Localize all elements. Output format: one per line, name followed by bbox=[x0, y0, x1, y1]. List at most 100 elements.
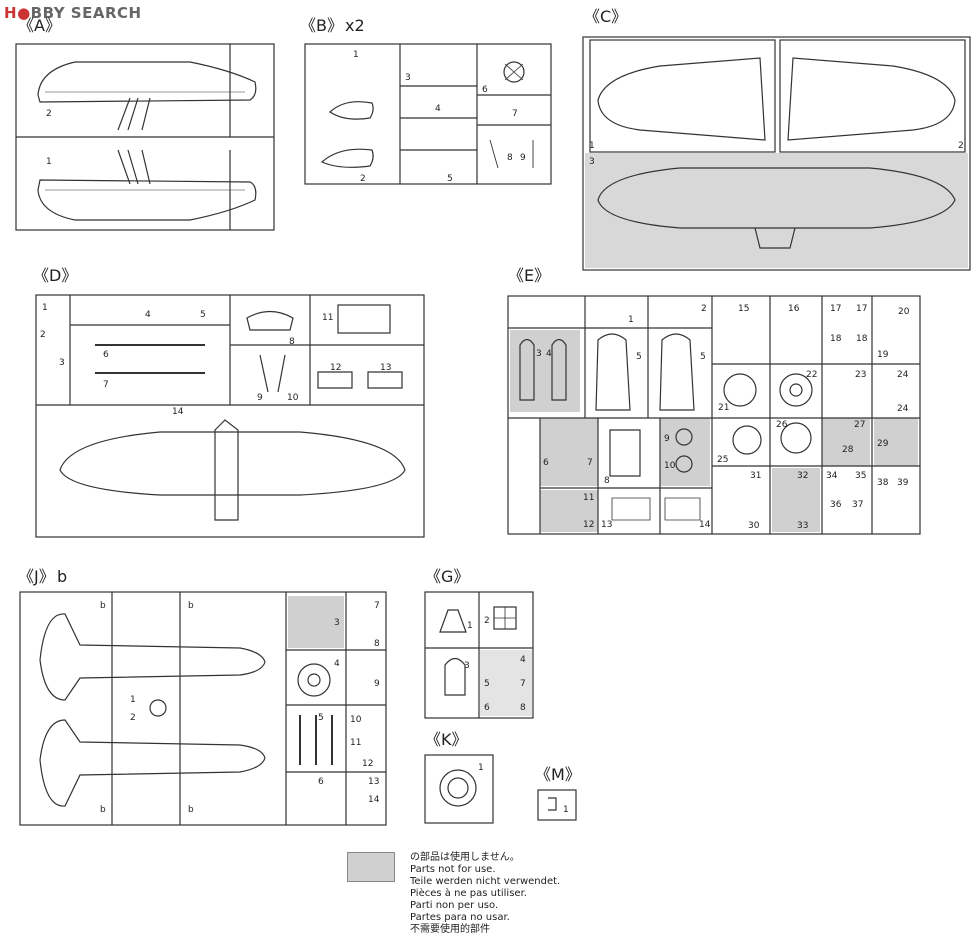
part-j-9: 9 bbox=[374, 679, 380, 689]
e-panels-13-14 bbox=[611, 497, 701, 521]
part-k-1: 1 bbox=[478, 763, 484, 773]
unused-area-g5-8 bbox=[480, 650, 532, 716]
watermark-h: H bbox=[4, 4, 18, 22]
part-j-8: 8 bbox=[374, 639, 380, 649]
part-g-3: 3 bbox=[464, 661, 470, 671]
sprue-a-label: 《A》 bbox=[18, 16, 61, 35]
drop-tank-top bbox=[329, 101, 374, 120]
legend-line-de: Teile werden nicht verwendet. bbox=[410, 876, 561, 887]
part-e-28: 28 bbox=[842, 445, 854, 455]
part-e-37: 37 bbox=[852, 500, 863, 510]
g-part-3 bbox=[444, 657, 466, 696]
j-gate-circle bbox=[149, 699, 167, 717]
part-b-4: 4 bbox=[435, 104, 441, 114]
unused-area-e27-28 bbox=[822, 418, 870, 466]
j-propeller-5 bbox=[299, 715, 333, 765]
legend-text: の部品は使用しません。 Parts not for use. Teile wer… bbox=[410, 852, 560, 936]
part-j-4: 4 bbox=[334, 659, 340, 669]
part-b-7: 7 bbox=[512, 109, 518, 119]
sprue-k-frame bbox=[424, 754, 494, 824]
part-g-1: 1 bbox=[467, 621, 473, 631]
part-b-9: 9 bbox=[520, 153, 526, 163]
part-e-17a: 17 bbox=[830, 304, 841, 314]
wing-lower-center bbox=[754, 227, 796, 249]
part-e-24b: 24 bbox=[897, 404, 909, 414]
part-d-1: 1 bbox=[42, 303, 48, 313]
part-c-2: 2 bbox=[958, 141, 964, 151]
part-d-4: 4 bbox=[145, 310, 151, 320]
sprue-m-frame bbox=[537, 789, 577, 821]
part-m-1: 1 bbox=[563, 805, 569, 815]
part-j-b1: b bbox=[100, 601, 106, 611]
sprue-j-suffix: b bbox=[57, 567, 67, 586]
b-part-6-ring bbox=[503, 61, 525, 83]
sprue-g: 《G》 1 2 3 4 5 6 7 8 bbox=[424, 567, 534, 719]
part-e-7: 7 bbox=[587, 458, 593, 468]
legend-line-zh: 不需要使用的部件 bbox=[410, 924, 490, 935]
wing-lower bbox=[597, 167, 956, 229]
part-e-30: 30 bbox=[748, 521, 760, 531]
part-d-7: 7 bbox=[103, 380, 109, 390]
part-g-4: 4 bbox=[520, 655, 526, 665]
float-top bbox=[37, 61, 257, 103]
part-e-10: 10 bbox=[664, 461, 676, 471]
part-d-5: 5 bbox=[200, 310, 206, 320]
sprue-m: 《M》 1 bbox=[535, 765, 581, 821]
part-j-2: 2 bbox=[130, 713, 136, 723]
part-e-25: 25 bbox=[717, 455, 728, 465]
part-j-11: 11 bbox=[350, 738, 361, 748]
part-j-7: 7 bbox=[374, 601, 380, 611]
float-bottom bbox=[37, 179, 257, 221]
part-e-18a: 18 bbox=[830, 334, 842, 344]
sprue-m-label: 《M》 bbox=[535, 765, 581, 784]
part-j-6: 6 bbox=[318, 777, 324, 787]
part-e-14: 14 bbox=[699, 520, 711, 530]
part-e-23: 23 bbox=[855, 370, 866, 380]
sprue-b-frame bbox=[304, 43, 552, 185]
sprue-c-frame bbox=[582, 36, 971, 271]
sprue-j-label: 《J》 bbox=[18, 567, 55, 586]
part-g-6: 6 bbox=[484, 703, 490, 713]
e-rudder-right bbox=[659, 333, 695, 411]
part-e-34: 34 bbox=[826, 471, 838, 481]
g-canopy-1 bbox=[439, 609, 467, 633]
part-b-3: 3 bbox=[405, 73, 411, 83]
legend-swatch bbox=[347, 852, 395, 882]
sprue-e-label: 《E》 bbox=[508, 266, 550, 285]
part-e-35: 35 bbox=[855, 471, 866, 481]
part-j-3: 3 bbox=[334, 618, 340, 628]
part-e-20: 20 bbox=[898, 307, 910, 317]
part-j-10: 10 bbox=[350, 715, 362, 725]
part-e-21: 21 bbox=[718, 403, 729, 413]
part-e-19: 19 bbox=[877, 350, 889, 360]
part-d-6: 6 bbox=[103, 350, 109, 360]
unused-area-e9-10 bbox=[660, 418, 710, 486]
part-d-14: 14 bbox=[172, 407, 184, 417]
part-e-31: 31 bbox=[750, 471, 761, 481]
part-g-8: 8 bbox=[520, 703, 526, 713]
legend-line-es: Partes para no usar. bbox=[410, 912, 510, 923]
part-e-9: 9 bbox=[664, 434, 670, 444]
part-g-7: 7 bbox=[520, 679, 526, 689]
part-e-13: 13 bbox=[601, 520, 612, 530]
part-d-8: 8 bbox=[289, 337, 295, 347]
e-rudder-left bbox=[595, 333, 631, 411]
c-box-1 bbox=[589, 39, 776, 153]
part-e-32: 32 bbox=[797, 471, 808, 481]
part-g-5: 5 bbox=[484, 679, 490, 689]
k-part-1 bbox=[439, 769, 477, 807]
part-j-1: 1 bbox=[130, 695, 136, 705]
sprue-b-qty: x2 bbox=[345, 16, 365, 35]
part-d-12: 12 bbox=[330, 363, 341, 373]
part-e-26: 26 bbox=[776, 420, 788, 430]
wing-left bbox=[597, 57, 766, 141]
part-j-b4: b bbox=[188, 805, 194, 815]
unused-area-c3 bbox=[585, 153, 968, 268]
sprue-c-label: 《C》 bbox=[584, 7, 627, 26]
d-part-8 bbox=[246, 310, 294, 331]
part-e-24a: 24 bbox=[897, 370, 909, 380]
part-e-17b: 17 bbox=[856, 304, 867, 314]
part-j-14: 14 bbox=[368, 795, 380, 805]
part-e-18b: 18 bbox=[856, 334, 868, 344]
unused-area-e11-12 bbox=[540, 490, 598, 532]
